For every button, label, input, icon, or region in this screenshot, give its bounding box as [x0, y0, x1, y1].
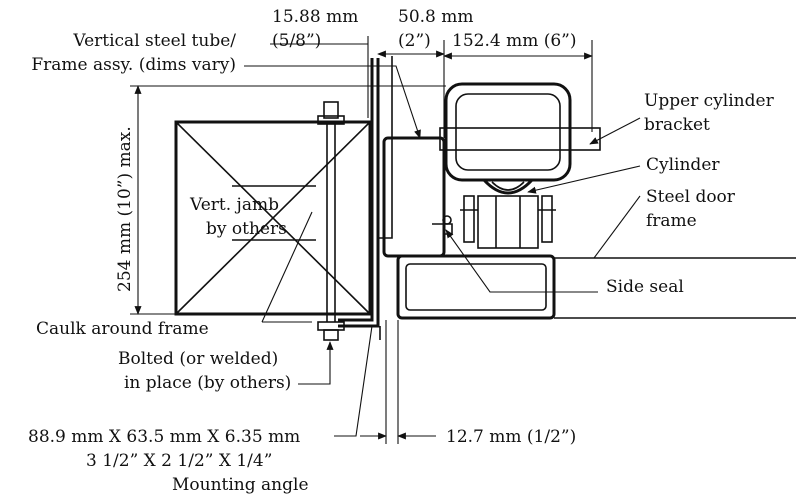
tube-label-line2: Frame assy. (dims vary): [31, 55, 236, 75]
dim-152-4-label: 152.4 mm (6”): [452, 31, 577, 51]
bolt: [317, 101, 345, 341]
tube-callout: Vertical steel tube/ Frame assy. (dims v…: [31, 31, 421, 139]
angle-label-2: 3 1/2” X 2 1/2” X 1/4”: [86, 451, 272, 471]
dim-height-label: 254 mm (10”) max.: [115, 126, 135, 292]
angle-label-1: 88.9 mm X 63.5 mm X 6.35 mm: [28, 427, 300, 447]
upper-bracket-callout: Upper cylinder bracket: [589, 91, 775, 145]
dim-15-88-in: (5/8”): [272, 31, 321, 51]
door-frame-label-2: frame: [646, 211, 697, 231]
cylinder: [460, 178, 556, 249]
vertical-jamb: [174, 120, 372, 316]
dim-152-4: 152.4 mm (6”): [443, 31, 593, 132]
dim-50-8-in: (2”): [398, 31, 431, 51]
door-frame-callout: Steel door frame: [593, 187, 736, 259]
cylinder-callout: Cylinder: [527, 155, 720, 194]
jamb-label-2: by others: [206, 219, 287, 239]
side-seal-callout: Side seal: [445, 229, 684, 297]
upper-bracket-label-1: Upper cylinder: [644, 91, 775, 111]
mounting-angle: [338, 58, 381, 340]
side-seal-label: Side seal: [606, 277, 684, 297]
upper-bracket-label-2: bracket: [644, 115, 710, 135]
dim-15-88: 15.88 mm (5/8”): [270, 7, 369, 118]
dim-50-8: 50.8 mm (2”): [377, 7, 474, 138]
dim-15-88-mm: 15.88 mm: [272, 7, 358, 27]
dim-12-7: 12.7 mm (1/2”): [360, 320, 576, 447]
cylinder-label: Cylinder: [646, 155, 720, 175]
dim-12-7-label: 12.7 mm (1/2”): [446, 427, 576, 447]
bolted-callout: Bolted (or welded) in place (by others): [118, 341, 334, 393]
angle-label-3: Mounting angle: [172, 475, 309, 494]
jamb-callout: Vert. jamb by others: [189, 195, 287, 239]
jamb-label-1: Vert. jamb: [189, 195, 279, 215]
caulk-label: Caulk around frame: [36, 319, 209, 339]
dim-50-8-mm: 50.8 mm: [398, 7, 474, 27]
door-frame-label-1: Steel door: [646, 187, 736, 207]
dim-height: 254 mm (10”) max.: [115, 85, 446, 315]
bolted-label-2: in place (by others): [124, 373, 291, 393]
bolted-label-1: Bolted (or welded): [118, 349, 278, 369]
angle-callout: 88.9 mm X 63.5 mm X 6.35 mm 3 1/2” X 2 1…: [28, 325, 373, 494]
side-seal: [432, 215, 453, 235]
tube-label-line1: Vertical steel tube/: [72, 31, 236, 51]
upper-cylinder-bracket: [439, 82, 601, 182]
steel-door-frame: [396, 254, 796, 320]
caulk-callout: Caulk around frame: [36, 211, 313, 339]
